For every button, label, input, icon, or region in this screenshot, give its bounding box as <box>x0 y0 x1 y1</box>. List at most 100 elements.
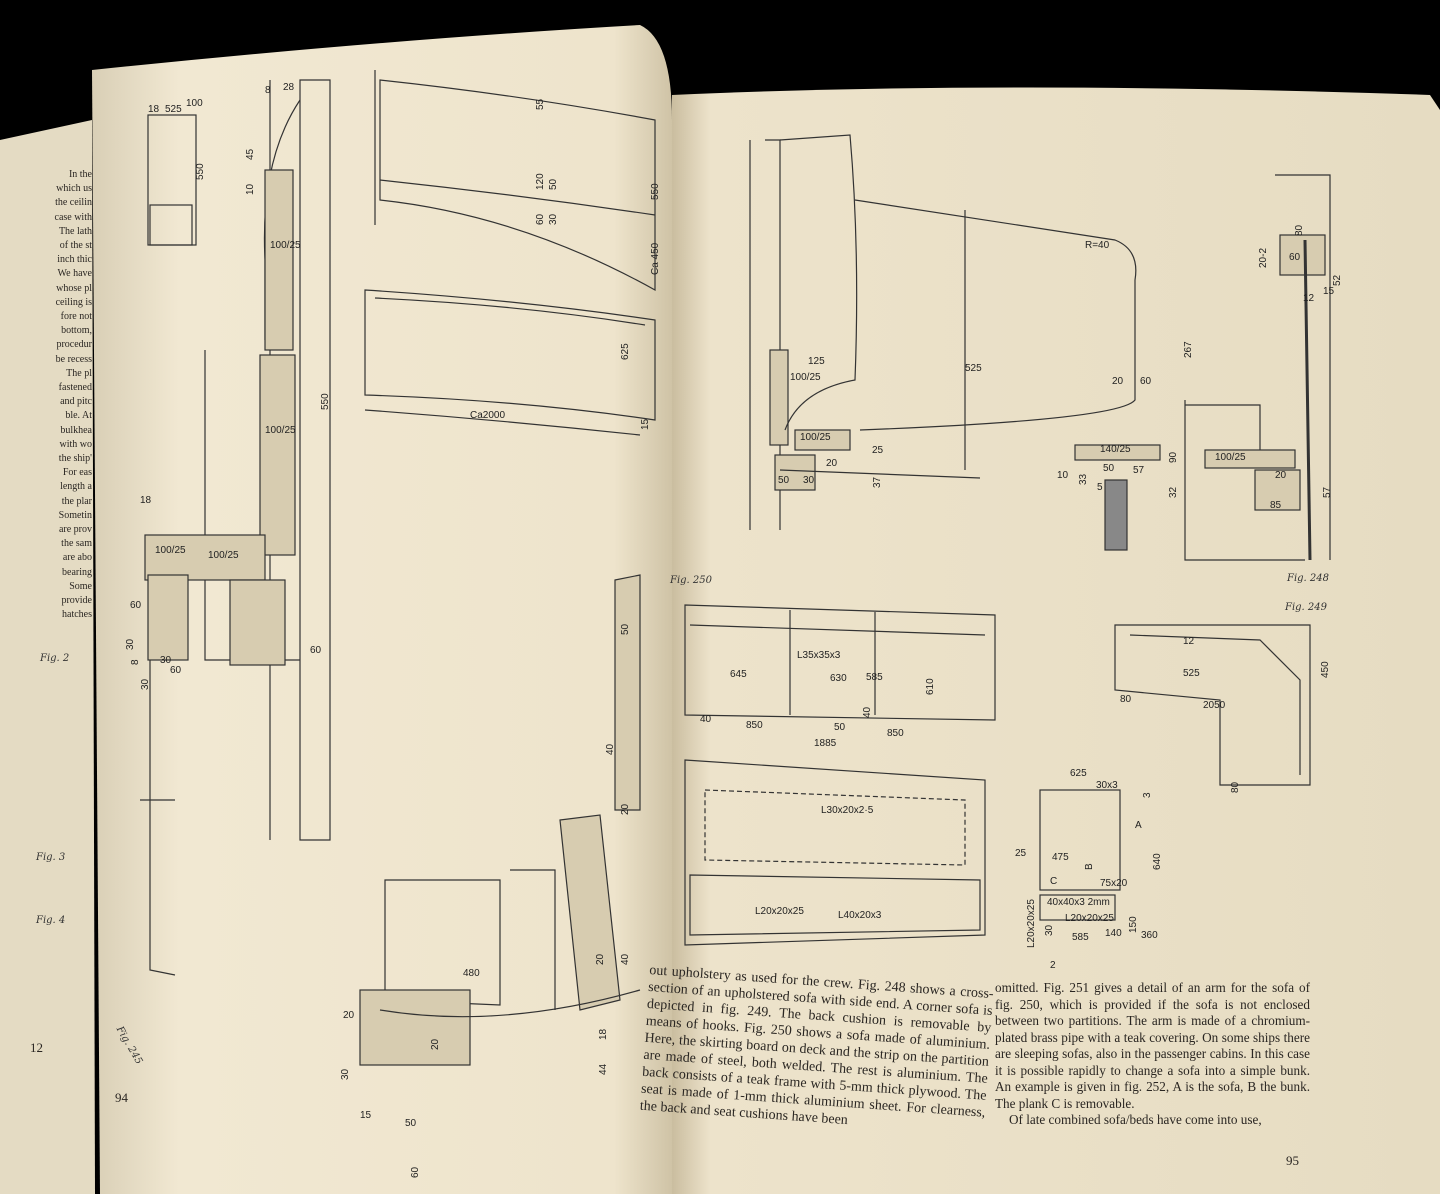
dimension-label: 267 <box>1183 341 1194 358</box>
text-line: the ship' <box>58 453 92 465</box>
dimension-label: C <box>1050 876 1058 887</box>
dimension-label: 57 <box>1322 486 1333 498</box>
dimension-label: 40 <box>605 743 616 755</box>
paragraph: out upholstery as used for the crew. Fig… <box>639 962 995 1129</box>
dimension-label: 10 <box>245 183 256 195</box>
text-line: whose pl <box>56 282 92 294</box>
dimension-label: 44 <box>598 1063 609 1075</box>
dimension-label: 20 <box>1275 470 1287 481</box>
dimension-label: 40 <box>620 953 631 965</box>
text-line: ceiling is <box>55 296 92 308</box>
dimension-label: 20 <box>1112 376 1124 387</box>
figure-label: Fig. 250 <box>670 575 712 586</box>
text-line: of the st <box>59 240 92 252</box>
dimension-label: 475 <box>1052 852 1069 863</box>
dimension-label: 5 <box>1097 482 1103 493</box>
text-line: are prov <box>58 524 92 536</box>
dimension-label: 85 <box>1270 500 1282 511</box>
dimension-label: 550 <box>195 163 206 180</box>
dimension-label: L20x20x25 <box>1026 899 1037 948</box>
stub-page <box>0 120 95 1194</box>
dimension-label: 610 <box>925 678 936 695</box>
dimension-label: 90 <box>1168 451 1179 463</box>
text-line: bearing <box>62 566 92 578</box>
dimension-label: 32 <box>1168 486 1179 498</box>
figure-label: Fig. 3 <box>36 852 66 863</box>
text-line: In the <box>68 169 92 180</box>
dimension-label: 28 <box>283 82 295 93</box>
text-line: the sam <box>61 538 92 550</box>
dimension-label: 45 <box>245 148 256 160</box>
dimension-label: 75x20 <box>1100 878 1128 889</box>
dimension-label: 12 <box>1183 636 1195 647</box>
text-line: ble. At <box>65 410 92 422</box>
dimension-label: 30 <box>1044 924 1055 936</box>
dimension-label: 100/25 <box>1215 452 1246 463</box>
dimension-label: 20 <box>826 458 838 469</box>
dimension-label: 360 <box>1141 930 1158 941</box>
dimension-label: 30 <box>803 475 815 486</box>
dimension-label: 80 <box>1294 224 1305 236</box>
text-line: For eas <box>62 467 92 479</box>
dimension-label: 625 <box>1070 768 1087 779</box>
dimension-label: 15 <box>640 418 651 430</box>
dimension-label: 640 <box>1152 853 1163 870</box>
dimension-label: 20 <box>595 953 606 965</box>
dimension-label: 100/25 <box>265 425 296 436</box>
dimension-label: 480 <box>463 968 480 979</box>
dimension-label: 525 <box>965 363 982 374</box>
text-line: which us <box>56 183 92 195</box>
paragraph: Of late combined sofa/beds have come int… <box>1009 1112 1262 1127</box>
dimension-label: 140 <box>1105 928 1122 939</box>
dimension-label: 50 <box>1103 463 1115 474</box>
figure-label: Fig. 248 <box>1287 573 1329 584</box>
dimension-label: 18 <box>140 495 152 506</box>
page-number: 94 <box>115 1090 128 1105</box>
dimension-label: 10 <box>1057 470 1069 481</box>
dimension-label: 1885 <box>814 738 837 749</box>
dimension-label: 37 <box>872 476 883 488</box>
dimension-label: 50 <box>405 1118 417 1129</box>
dimension-label: 18 <box>148 104 160 115</box>
dimension-label: 40 <box>700 714 712 725</box>
dimension-label: 50 <box>778 475 790 486</box>
dimension-label: 50 <box>834 722 846 733</box>
dimension-label: 120 <box>535 173 546 190</box>
right-page <box>672 87 1440 1194</box>
dimension-label: 60 <box>535 213 546 225</box>
text-line: case with <box>54 211 93 223</box>
dimension-label: 585 <box>866 672 883 683</box>
dimension-label: 140/25 <box>1100 444 1131 455</box>
text-line: hatches <box>62 609 92 621</box>
text-line: length a <box>60 481 92 493</box>
paragraph: omitted. Fig. 251 gives a detail of an a… <box>995 980 1310 1111</box>
dimension-label: L20x20x25 <box>1065 913 1114 924</box>
dimension-label: 100/25 <box>270 240 301 251</box>
dimension-label: 33 <box>1078 473 1089 485</box>
dimension-label: L20x20x25 <box>755 906 804 917</box>
dimension-label: 645 <box>730 669 747 680</box>
dimension-label: 630 <box>830 673 847 684</box>
figure-label: Fig. 2 <box>40 653 70 664</box>
dimension-label: 8 <box>265 85 271 96</box>
dimension-label: 52 <box>1332 274 1343 286</box>
dimension-label: L40x20x3 <box>838 910 882 921</box>
text-line: bottom, <box>61 325 92 337</box>
dimension-label: 30 <box>340 1068 351 1080</box>
dimension-label: 20-2 <box>1258 247 1269 268</box>
dimension-label: 550 <box>650 183 661 200</box>
dimension-label: 40 <box>862 706 873 718</box>
text-line: fore not <box>60 311 92 323</box>
dimension-label: 60 <box>130 600 142 611</box>
figure-label: Fig. 249 <box>1285 602 1327 613</box>
dimension-label: 18 <box>598 1028 609 1040</box>
dimension-label: 20 <box>430 1038 441 1050</box>
dimension-label: 80 <box>1120 694 1132 705</box>
dimension-label: 80 <box>1230 781 1241 793</box>
dimension-label: 3 <box>1142 792 1153 798</box>
dimension-label: 100/25 <box>800 432 831 443</box>
dimension-label: 50 <box>620 623 631 635</box>
page-number: 12 <box>30 1040 43 1055</box>
dimension-label: 55 <box>535 98 546 110</box>
